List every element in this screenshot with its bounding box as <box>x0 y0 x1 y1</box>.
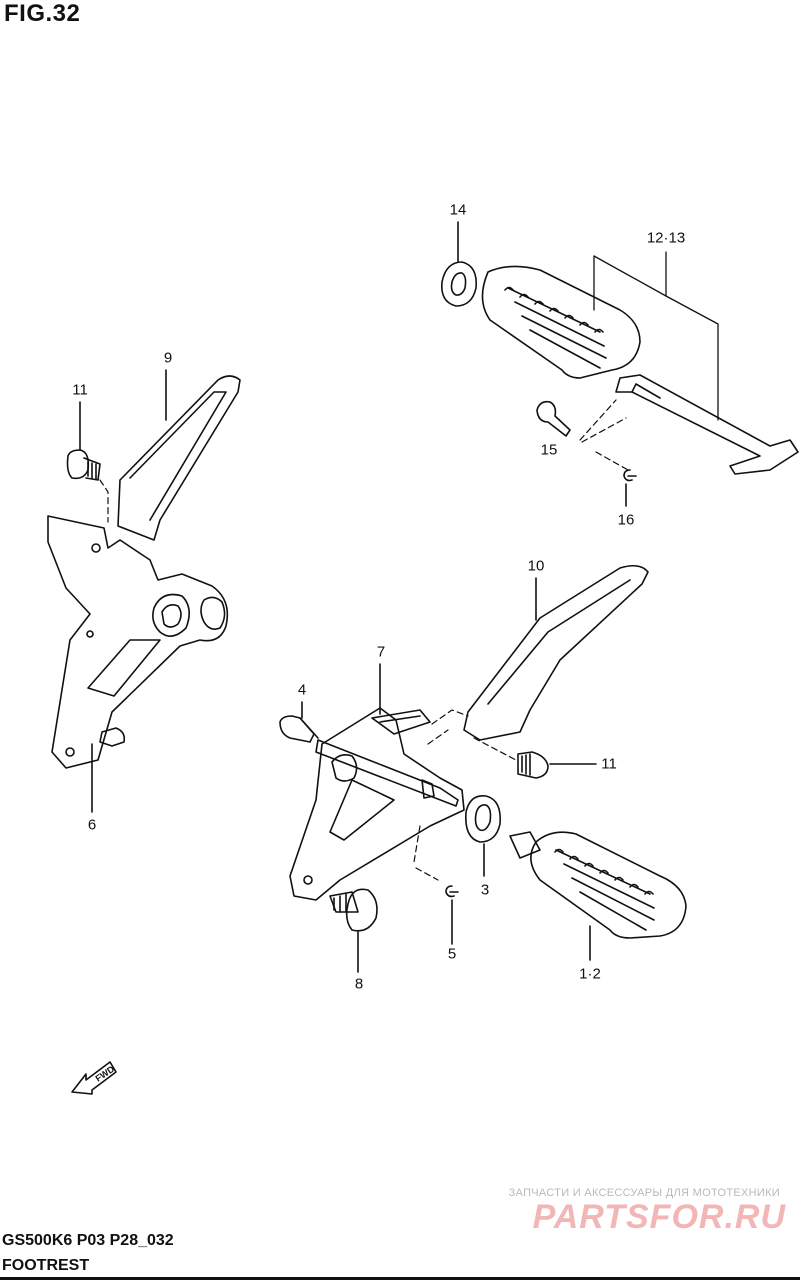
watermark-tagline: ЗАПЧАСТИ И АКСЕССУАРЫ ДЛЯ МОТОТЕХНИКИ <box>508 1187 780 1199</box>
label-part-7: 7 <box>376 643 386 661</box>
heel-guard-right <box>463 564 649 741</box>
watermark-brand: PARTSFOR.RU <box>532 1198 786 1236</box>
label-part-11-lower: 11 <box>601 755 617 773</box>
label-part-9: 9 <box>163 349 173 367</box>
figure-title: FIG.32 <box>4 0 81 27</box>
label-part-15: 15 <box>540 441 558 459</box>
label-part-6: 6 <box>87 816 97 834</box>
damper-upper <box>440 261 478 307</box>
bracket-left <box>47 515 229 769</box>
fwd-arrow-icon: FWD <box>71 1061 117 1095</box>
pivot-bolt-7 <box>371 709 431 735</box>
label-part-14: 14 <box>449 201 467 219</box>
label-part-4: 4 <box>297 681 307 699</box>
bolt-11-upper <box>66 449 101 481</box>
clip-5 <box>445 885 459 898</box>
label-part-16: 16 <box>617 511 635 529</box>
pin-4 <box>279 715 319 743</box>
leader-12-13 <box>665 251 719 421</box>
bolt-8 <box>329 888 378 932</box>
pin-15 <box>536 400 571 437</box>
bottom-rule <box>0 1277 800 1280</box>
bolt-11-lower <box>517 751 549 779</box>
label-part-8: 8 <box>354 975 364 993</box>
rear-footrest-peg <box>481 265 799 475</box>
label-part-5: 5 <box>447 945 457 963</box>
heel-guard-left <box>117 375 241 541</box>
damper-lower <box>464 795 502 843</box>
bracket-right <box>289 707 465 901</box>
label-part-3: 3 <box>480 881 490 899</box>
section-name: FOOTREST <box>2 1257 90 1274</box>
front-footrest-peg <box>509 831 687 939</box>
label-part-12-13: 12·13 <box>646 229 686 247</box>
label-part-11-upper: 11 <box>72 381 88 399</box>
label-part-1-2: 1·2 <box>579 965 601 983</box>
clip-16 <box>623 469 637 482</box>
label-part-10: 10 <box>527 557 545 575</box>
model-code: GS500K6 P03 P28_032 <box>2 1232 174 1249</box>
